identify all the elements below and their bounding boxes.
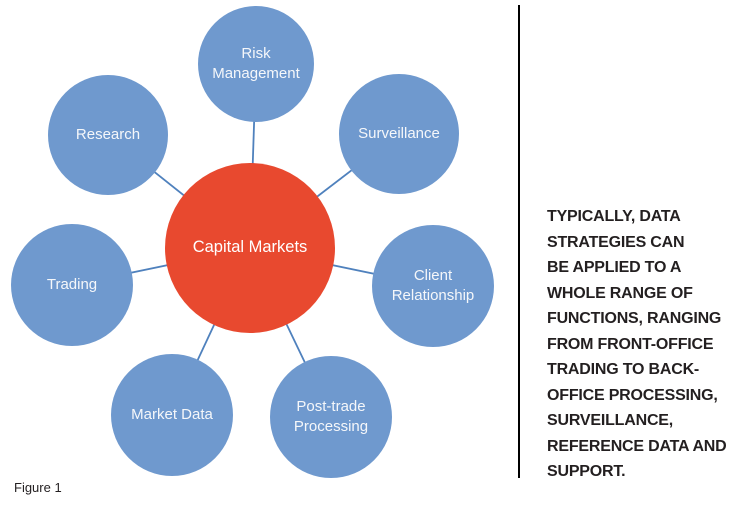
node-circle-trading [11, 224, 133, 346]
node-circle-research [48, 75, 168, 195]
node-circle-surveillance [339, 74, 459, 194]
node-circle-post-trade-processing [270, 356, 392, 478]
node-circle-market-data [111, 354, 233, 476]
node-circle-client-relationship [372, 225, 494, 347]
figure-caption: Figure 1 [14, 480, 62, 495]
sidebar-callout-text: TYPICALLY, DATA STRATEGIES CAN BE APPLIE… [547, 208, 727, 480]
vertical-divider [518, 5, 520, 478]
node-circle-risk-management [198, 6, 314, 122]
center-circle-capital-markets [165, 163, 335, 333]
